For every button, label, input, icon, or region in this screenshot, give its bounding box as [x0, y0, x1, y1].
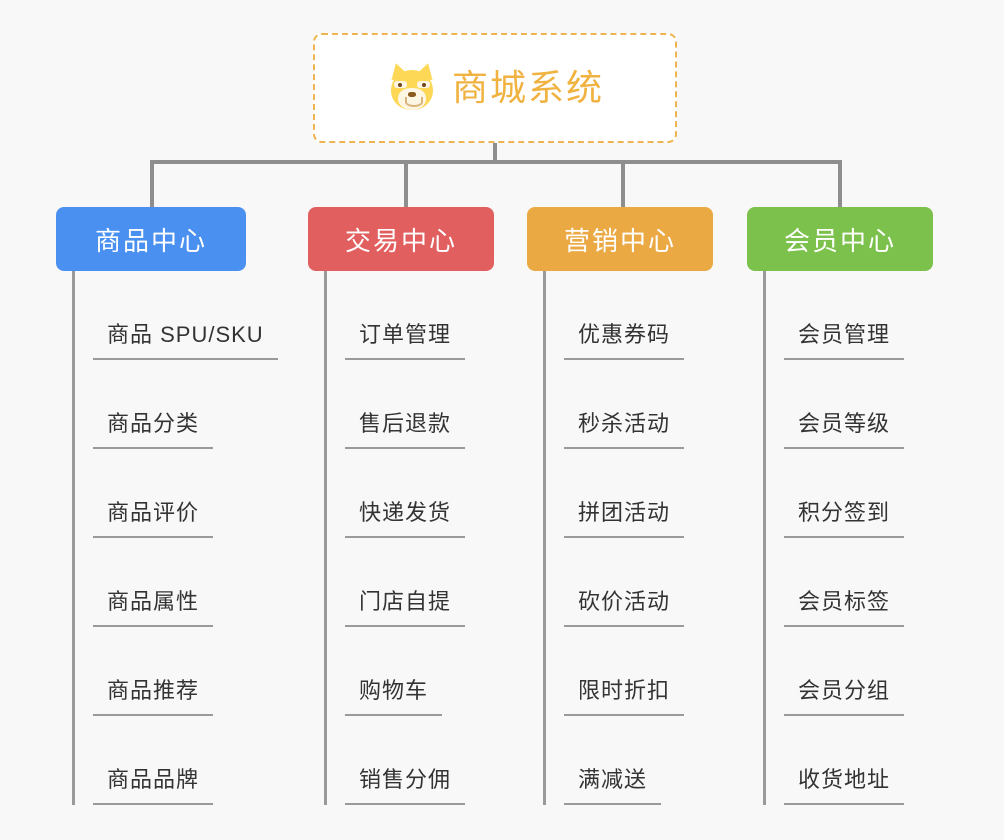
list-item[interactable]: 优惠券码: [546, 271, 713, 360]
leaf-label: 满减送: [564, 762, 662, 805]
list-item[interactable]: 商品属性: [75, 538, 246, 627]
leaf-label: 商品评价: [93, 495, 214, 538]
leaf-label: 积分签到: [784, 495, 905, 538]
leaf-label: 拼团活动: [564, 495, 685, 538]
leaf-label: 会员标签: [784, 584, 905, 627]
list-item[interactable]: 满减送: [546, 716, 713, 805]
list-item[interactable]: 商品分类: [75, 360, 246, 449]
list-item[interactable]: 商品品牌: [75, 716, 246, 805]
connector-drop-0: [150, 160, 154, 208]
branch-header-1[interactable]: 交易中心: [308, 207, 494, 271]
leaf-label: 商品分类: [93, 406, 214, 449]
list-item[interactable]: 快递发货: [327, 449, 494, 538]
root-node[interactable]: 商城系统: [313, 33, 677, 143]
list-item[interactable]: 会员等级: [766, 360, 933, 449]
list-item[interactable]: 订单管理: [327, 271, 494, 360]
branch-title-1: 交易中心: [344, 225, 457, 256]
branch-column-0: 商品中心 商品 SPU/SKU 商品分类 商品评价 商品属性 商品推荐 商品品牌: [56, 207, 278, 805]
branch-header-2[interactable]: 营销中心: [527, 207, 713, 271]
leaf-label: 订单管理: [345, 317, 466, 360]
leaf-label: 砍价活动: [564, 584, 685, 627]
list-item[interactable]: 会员标签: [766, 538, 933, 627]
branch-column-3: 会员中心 会员管理 会员等级 积分签到 会员标签 会员分组 收货地址: [747, 207, 933, 805]
leaf-label: 收货地址: [784, 762, 905, 805]
connector-drop-3: [838, 160, 842, 208]
branch-column-2: 营销中心 优惠券码 秒杀活动 拼团活动 砍价活动 限时折扣 满减送: [527, 207, 713, 805]
leaf-label: 快递发货: [345, 495, 466, 538]
list-item[interactable]: 门店自提: [327, 538, 494, 627]
list-item[interactable]: 商品推荐: [75, 627, 246, 716]
list-item[interactable]: 会员分组: [766, 627, 933, 716]
branch-items-2: 优惠券码 秒杀活动 拼团活动 砍价活动 限时折扣 满减送: [543, 271, 713, 805]
list-item[interactable]: 购物车: [327, 627, 494, 716]
list-item[interactable]: 收货地址: [766, 716, 933, 805]
connector-root-stem: [493, 143, 497, 163]
leaf-label: 售后退款: [345, 406, 466, 449]
leaf-label: 商品 SPU/SKU: [93, 317, 278, 360]
leaf-label: 门店自提: [345, 584, 466, 627]
branch-header-0[interactable]: 商品中心: [56, 207, 246, 271]
list-item[interactable]: 拼团活动: [546, 449, 713, 538]
leaf-label: 会员等级: [784, 406, 905, 449]
connector-drop-1: [404, 160, 408, 208]
branch-header-3[interactable]: 会员中心: [747, 207, 933, 271]
shiba-inu-icon: [386, 60, 438, 114]
leaf-label: 商品属性: [93, 584, 214, 627]
root-title: 商城系统: [451, 67, 604, 108]
connector-horizontal-bar: [150, 160, 842, 164]
leaf-label: 限时折扣: [564, 673, 685, 716]
branch-items-3: 会员管理 会员等级 积分签到 会员标签 会员分组 收货地址: [763, 271, 933, 805]
branch-title-2: 营销中心: [563, 225, 676, 256]
branch-title-3: 会员中心: [783, 225, 896, 256]
list-item[interactable]: 会员管理: [766, 271, 933, 360]
list-item[interactable]: 售后退款: [327, 360, 494, 449]
list-item[interactable]: 限时折扣: [546, 627, 713, 716]
leaf-label: 秒杀活动: [564, 406, 685, 449]
leaf-label: 商品推荐: [93, 673, 214, 716]
branch-title-0: 商品中心: [94, 225, 207, 256]
list-item[interactable]: 积分签到: [766, 449, 933, 538]
leaf-label: 购物车: [345, 673, 443, 716]
connector-drop-2: [621, 160, 625, 208]
branch-items-0: 商品 SPU/SKU 商品分类 商品评价 商品属性 商品推荐 商品品牌: [72, 271, 278, 805]
list-item[interactable]: 销售分佣: [327, 716, 494, 805]
list-item[interactable]: 商品 SPU/SKU: [75, 271, 278, 360]
leaf-label: 会员管理: [784, 317, 905, 360]
branch-items-1: 订单管理 售后退款 快递发货 门店自提 购物车 销售分佣: [324, 271, 494, 805]
list-item[interactable]: 秒杀活动: [546, 360, 713, 449]
leaf-label: 会员分组: [784, 673, 905, 716]
list-item[interactable]: 砍价活动: [546, 538, 713, 627]
list-item[interactable]: 商品评价: [75, 449, 246, 538]
leaf-label: 销售分佣: [345, 762, 466, 805]
leaf-label: 商品品牌: [93, 762, 214, 805]
branch-column-1: 交易中心 订单管理 售后退款 快递发货 门店自提 购物车 销售分佣: [308, 207, 494, 805]
leaf-label: 优惠券码: [564, 317, 685, 360]
